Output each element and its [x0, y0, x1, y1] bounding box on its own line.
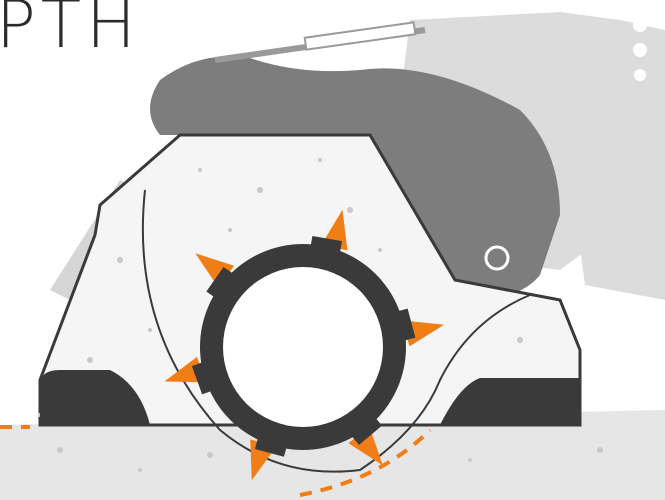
arm-bolt-holes: [633, 18, 647, 81]
hydraulic-cylinder-icon-top: [215, 22, 425, 60]
